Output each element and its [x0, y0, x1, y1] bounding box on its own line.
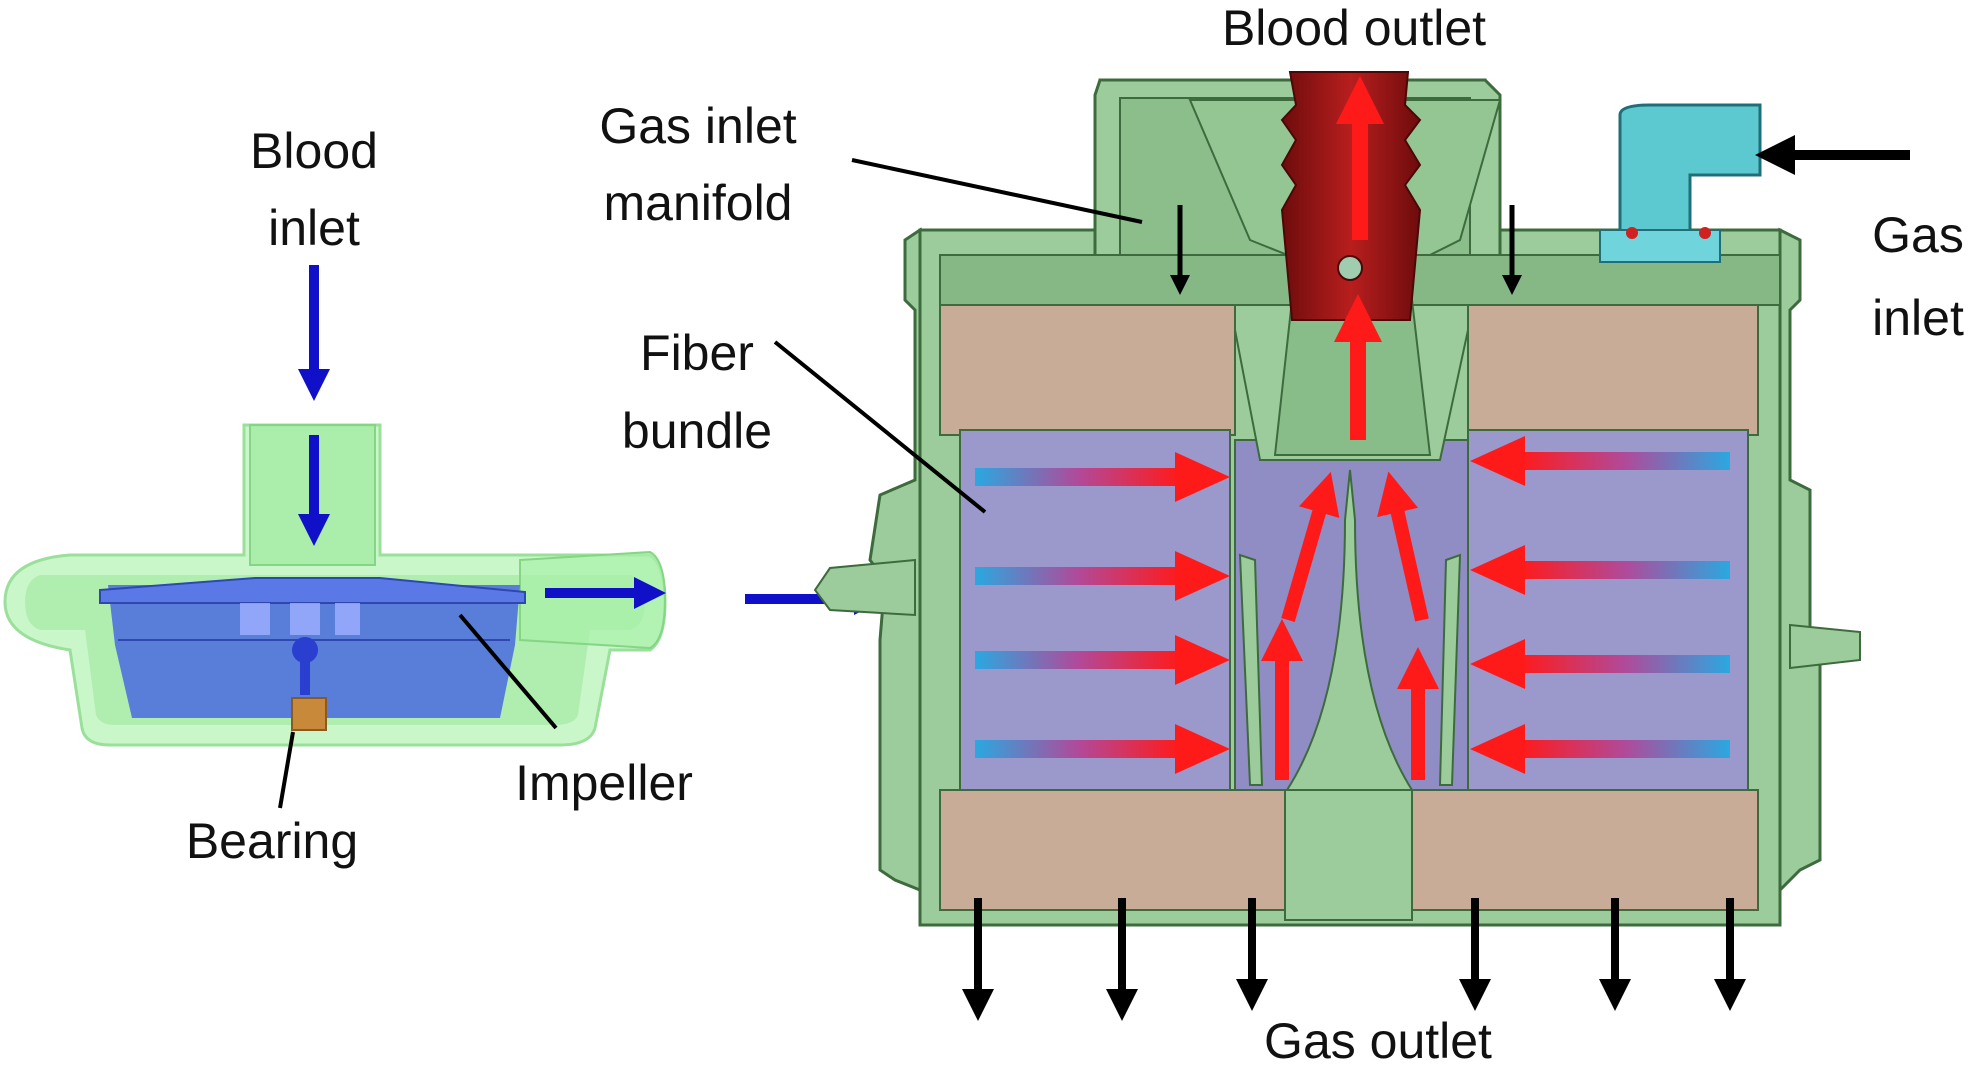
gas-inlet-manifold-label-line1: Gas inlet	[599, 98, 796, 154]
impeller-blade	[335, 603, 360, 635]
oxygenator-illustration	[773, 71, 1910, 1021]
fiber-bundle-label-line1: Fiber	[640, 325, 754, 381]
gas-inlet-manifold-label-line2: manifold	[604, 175, 793, 231]
bearing-leader-line	[278, 731, 295, 809]
flow-arrowhead	[1175, 635, 1230, 685]
central-flow-arrow	[1377, 471, 1429, 622]
housing-left-wall	[868, 227, 922, 893]
gas-inlet-label-line1: Gas	[1872, 207, 1964, 263]
potting-top-right	[1467, 304, 1759, 436]
gas-inlet-label-line2: inlet	[1872, 290, 1964, 346]
impeller-label: Impeller	[515, 755, 693, 811]
impeller-top-plate	[99, 577, 526, 604]
flow-gradient-bar	[975, 740, 1180, 758]
flow-gradient-bar	[1520, 452, 1730, 470]
central-cone	[1285, 469, 1414, 791]
flow-gradient-bar	[975, 567, 1180, 585]
o-ring	[1699, 227, 1711, 239]
fiber-bundle-label-line2: bundle	[622, 403, 772, 459]
housing-right-wall	[1778, 227, 1822, 894]
potting-bottom-left	[939, 789, 1286, 911]
flow-arrowhead	[1175, 724, 1230, 774]
central-stem	[1284, 789, 1413, 921]
flow-gradient-bar	[975, 651, 1180, 669]
flow-gradient-bar	[1520, 561, 1730, 579]
flow-arrowhead	[1470, 436, 1525, 486]
flow-gradient-bar	[1520, 740, 1730, 758]
impeller-hub	[292, 637, 318, 663]
potting-bottom-right	[1411, 789, 1759, 911]
manifold-leader-line	[851, 158, 1143, 224]
inner-wall-right	[1438, 553, 1462, 786]
side-port-left	[813, 558, 916, 617]
flow-arrowhead	[1175, 551, 1230, 601]
inner-wall-left	[1238, 553, 1264, 786]
flow-gradient-bar	[1520, 655, 1730, 673]
impeller-leader-line	[458, 613, 558, 730]
side-port-right	[1789, 623, 1861, 670]
gas-outlet-label: Gas outlet	[1264, 1013, 1492, 1067]
central-flow-arrow	[1281, 471, 1340, 622]
blood-outlet-tube	[1280, 71, 1422, 321]
impeller-blade	[240, 603, 270, 635]
blood-inlet-label-line1: Blood	[250, 123, 378, 179]
bearing-label: Bearing	[186, 813, 358, 869]
o-ring	[1626, 227, 1638, 239]
outlet-port-hole	[1337, 255, 1363, 281]
flow-arrowhead	[1470, 545, 1525, 595]
central-flow-arrows	[1261, 76, 1439, 780]
fiber-flow-arrows-left	[975, 452, 1230, 774]
fiber-leader-line	[773, 340, 987, 514]
flow-arrowhead	[1175, 452, 1230, 502]
flow-arrowhead	[1470, 639, 1525, 689]
pump-outlet-tube	[519, 550, 667, 650]
blood-inlet-label-line2: inlet	[268, 200, 360, 256]
fiber-flow-arrows-right	[1470, 436, 1730, 774]
gas-inlet-connector	[1618, 103, 1762, 257]
flow-gradient-bar	[975, 468, 1180, 486]
pump-illustration	[3, 265, 667, 809]
blood-outlet-label: Blood outlet	[1222, 0, 1486, 56]
potting-top-left	[939, 304, 1236, 436]
impeller-blade	[290, 603, 320, 635]
flow-arrowhead	[1470, 724, 1525, 774]
bearing-part	[291, 697, 327, 731]
